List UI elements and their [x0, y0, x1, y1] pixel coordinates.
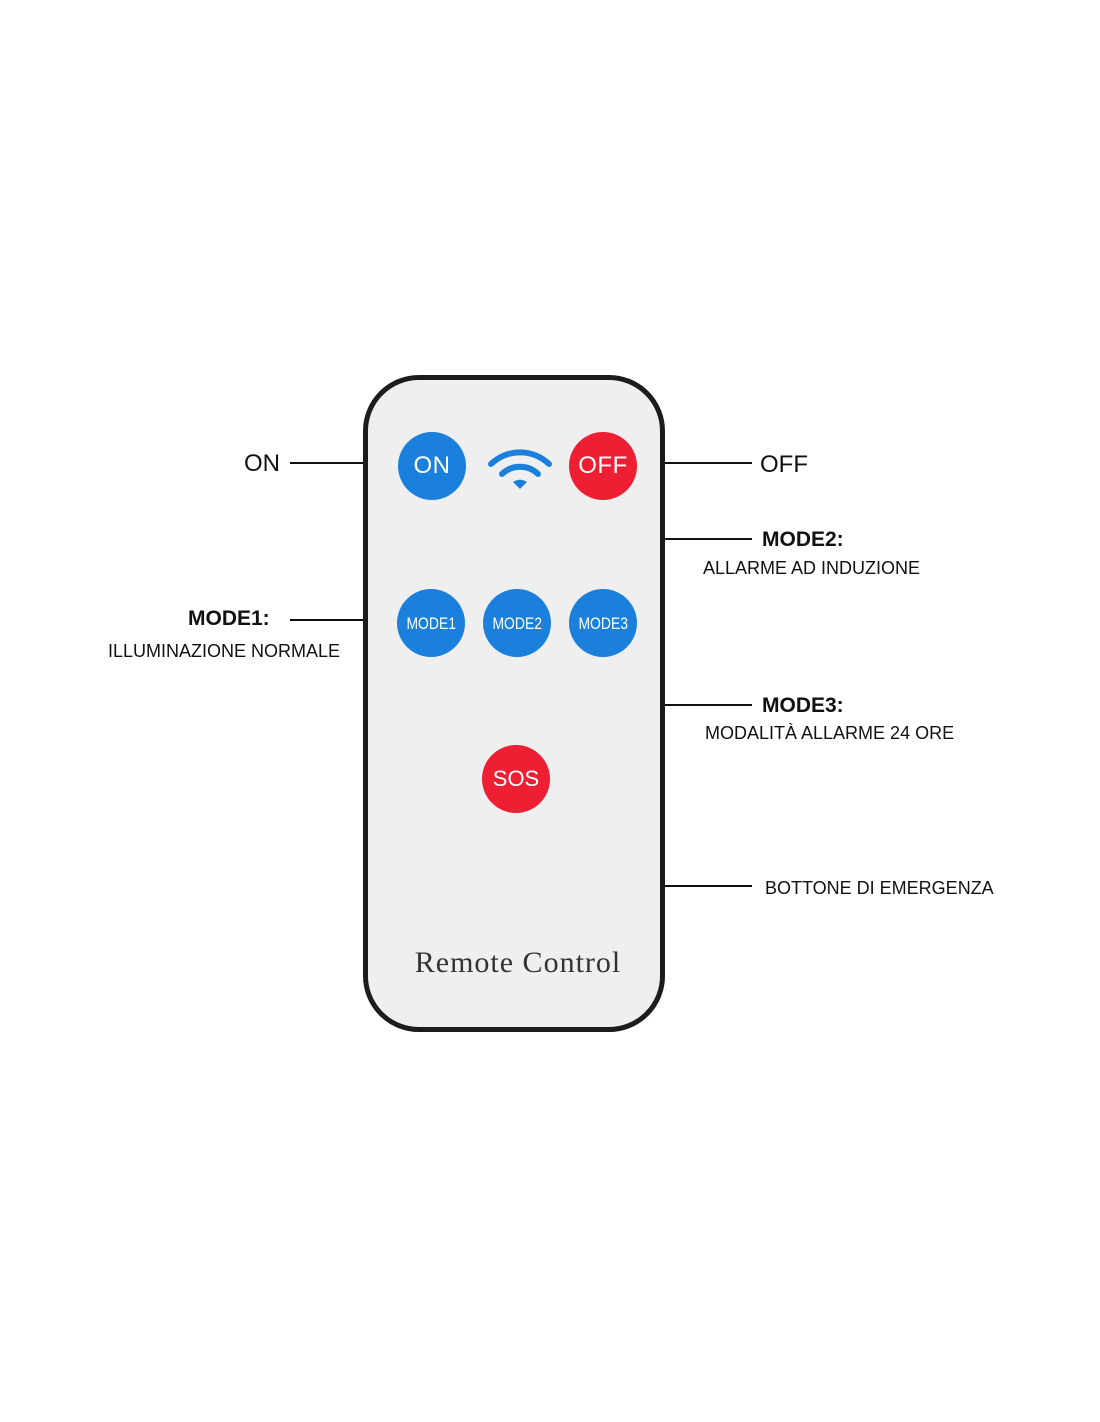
mode2-button[interactable]: MODE2 [483, 589, 551, 657]
mode1-callout-desc: ILLUMINAZIONE NORMALE [108, 641, 341, 661]
off-button[interactable]: OFF [569, 432, 637, 500]
sos-button[interactable]: SOS [482, 745, 550, 813]
mode1-button-label: MODE1 [406, 613, 456, 633]
mode1-callout-title: MODE1: [188, 607, 270, 630]
mode3-button-label: MODE3 [578, 613, 628, 633]
sos-button-label: SOS [492, 766, 540, 791]
mode2-callout-desc: ALLARME AD INDUZIONE [703, 558, 921, 578]
mode2-callout-title: MODE2: [762, 528, 844, 551]
on-callout-label: ON [244, 450, 280, 477]
mode3-button[interactable]: MODE3 [569, 589, 637, 657]
on-button[interactable]: ON [398, 432, 466, 500]
mode2-button-label: MODE2 [492, 613, 542, 633]
mode3-callout-desc: MODALITÀ ALLARME 24 ORE [705, 723, 955, 743]
wifi-signal-icon [487, 446, 553, 492]
mode3-callout-title: MODE3: [762, 694, 844, 717]
off-button-label: OFF [578, 452, 628, 479]
remote-control-label: Remote Control [414, 946, 622, 979]
off-callout-label: OFF [760, 451, 808, 478]
mode1-button[interactable]: MODE1 [397, 589, 465, 657]
sos-callout-desc: BOTTONE DI EMERGENZA [765, 878, 994, 898]
on-button-label: ON [413, 452, 451, 479]
remote-control-body: ON OFF MODE1 MODE2 MODE3 SOS Remote Cont… [363, 375, 665, 1032]
